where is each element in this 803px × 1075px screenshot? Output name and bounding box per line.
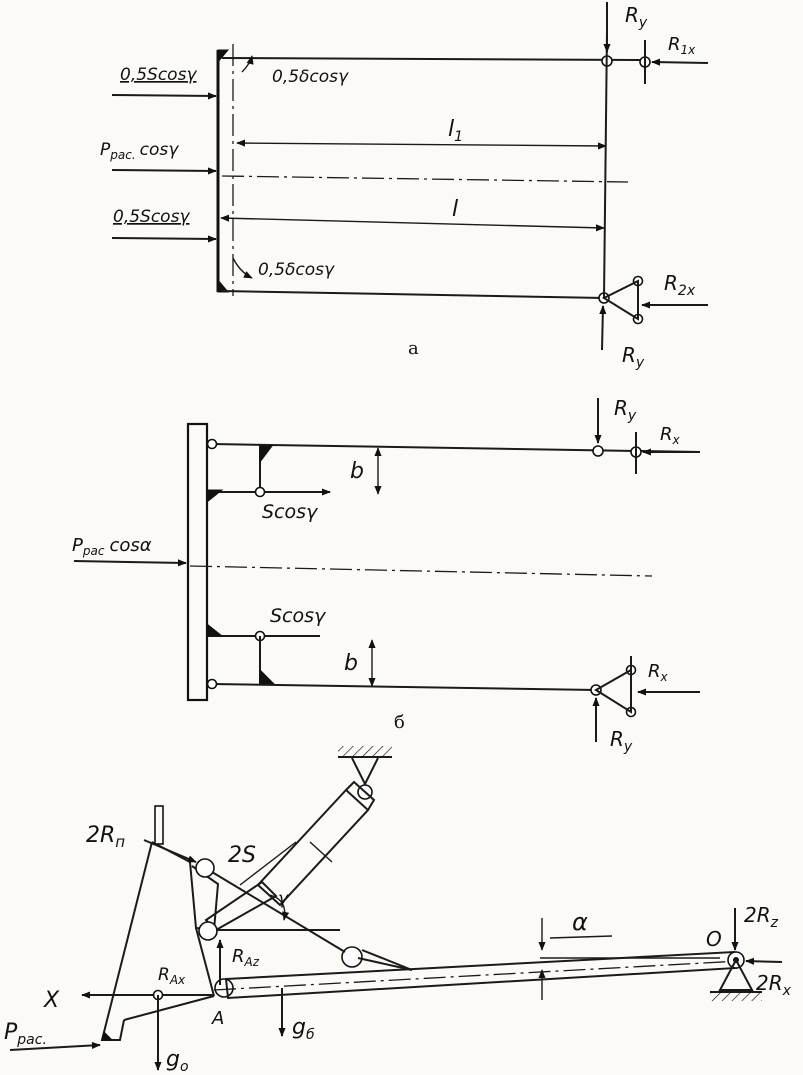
label-2rn: 2Rп [86, 823, 125, 851]
label-r2x: R2x [664, 271, 696, 299]
ceiling-bracket [351, 757, 379, 787]
cylinder-ring [309, 841, 333, 863]
cylinder-cap [345, 780, 376, 811]
push-beam [224, 950, 738, 1000]
centerline-b [189, 565, 653, 577]
label-a: A [211, 1008, 224, 1029]
label-b-bottom: b [344, 651, 358, 676]
label-p-rac-c: Pрас. [4, 1020, 47, 1048]
support-triangle-a [601, 279, 639, 321]
caption-b: б [394, 712, 405, 733]
s-bottom-arrow-a [111, 235, 217, 243]
blade-tip [101, 1031, 114, 1041]
support-o [718, 957, 754, 991]
label-ry-bottom-a: Ry [622, 343, 645, 371]
label-g-b: gб [292, 1015, 315, 1043]
right-vertical-a [603, 29, 608, 299]
label-alpha: α [572, 908, 588, 936]
rod-inner [239, 841, 297, 886]
pin-top-b [592, 445, 604, 457]
dim-l1 [236, 139, 607, 150]
label-moment-bottom-a: 0,5δcosγ [258, 260, 335, 280]
label-s-top-a: 0,5Scosγ [120, 65, 197, 85]
centerline-a [221, 175, 629, 183]
weld-bottom-b1 [206, 622, 224, 637]
p-rac-arrow-b [73, 559, 187, 567]
label-2rz: 2Rz [744, 903, 779, 931]
label-2rx: 2Rx [756, 971, 792, 999]
brace-to-beam [357, 957, 413, 971]
weld-top-b1 [259, 445, 273, 464]
frame-post [154, 805, 164, 845]
label-s-bottom-b: Scosγ [270, 605, 327, 627]
label-r1x: R1x [668, 34, 696, 57]
frame-upper [151, 841, 220, 932]
moment-arc-top-a [241, 55, 254, 73]
rn-arrow [143, 839, 197, 863]
label-l1: l1 [448, 117, 463, 145]
label-gamma: γ [278, 889, 289, 909]
pin-a [214, 978, 234, 998]
pin-brace [341, 946, 363, 968]
label-raz: RAz [232, 946, 260, 969]
label-s-bottom-a: 0,5Scosγ [113, 207, 190, 227]
label-ry-top-b: Ry [614, 396, 637, 424]
frame-strut [195, 927, 215, 997]
frame-bottom [123, 995, 215, 1021]
dim-l [220, 214, 605, 232]
r1x-arrow [651, 58, 709, 66]
brace-upper [211, 871, 346, 953]
brace-diag [361, 949, 413, 971]
ground-hatch [710, 992, 762, 1001]
label-o: O [706, 927, 722, 951]
pin-2rn [195, 858, 215, 878]
ceiling-hatch [338, 746, 392, 757]
label-ry-bottom-b: Ry [610, 727, 633, 755]
label-p-rac-a: Pрас.cosγ [100, 140, 179, 162]
weld-top-b2 [206, 489, 224, 504]
caption-a: а [408, 338, 419, 359]
pin-cylinder-bottom [198, 921, 218, 941]
label-g-o: go [166, 1047, 189, 1075]
frame-blade [100, 841, 153, 1041]
diagram-c: 2Rп 2S γ RAz RAx X Pрас. A go gб α O 2Rz… [4, 746, 792, 1075]
label-ry-top-a: Ry [625, 3, 648, 31]
alpha-leader [549, 935, 613, 939]
gamma-arc [269, 894, 290, 921]
beam-bottom-b [211, 683, 597, 691]
label-moment-top-a: 0,5δcosγ [272, 67, 349, 87]
ry-bottom-arrow-a [599, 305, 607, 351]
plate-b [186, 422, 209, 702]
label-2s: 2S [228, 843, 256, 868]
label-b-top: b [350, 459, 364, 484]
label-rax: RAx [158, 965, 186, 987]
weld-top-a [217, 49, 230, 64]
cylinder-body [256, 788, 370, 907]
label-s-top-b: Scosγ [262, 501, 319, 523]
pin-s-top-b [254, 486, 266, 498]
label-rx-top-b: Rx [660, 424, 681, 447]
beam-top-b [211, 443, 701, 453]
label-rx-bottom-b: Rx [648, 661, 669, 684]
pin-plate-top-b [206, 438, 218, 450]
beam-bottom-a [221, 290, 605, 299]
s-top-arrow-a [111, 92, 217, 100]
p-rac-arrow-c [9, 1041, 101, 1051]
beam-top-a [221, 57, 649, 61]
weld-bottom-b2 [259, 668, 276, 685]
moment-arc-bottom-a [232, 257, 253, 279]
label-l: l [452, 197, 458, 222]
support-triangle-b [594, 668, 632, 714]
rx-arrow-c [745, 957, 783, 965]
beam-axis [213, 960, 741, 991]
label-x-axis: X [43, 988, 60, 1013]
pin-plate-bottom-b [206, 678, 218, 690]
diagram-a: Ry R1x 0,5Scosγ 0,5δcosγ Pрас.cosγ l1 l … [100, 2, 709, 371]
p-rac-arrow-a [111, 167, 217, 175]
